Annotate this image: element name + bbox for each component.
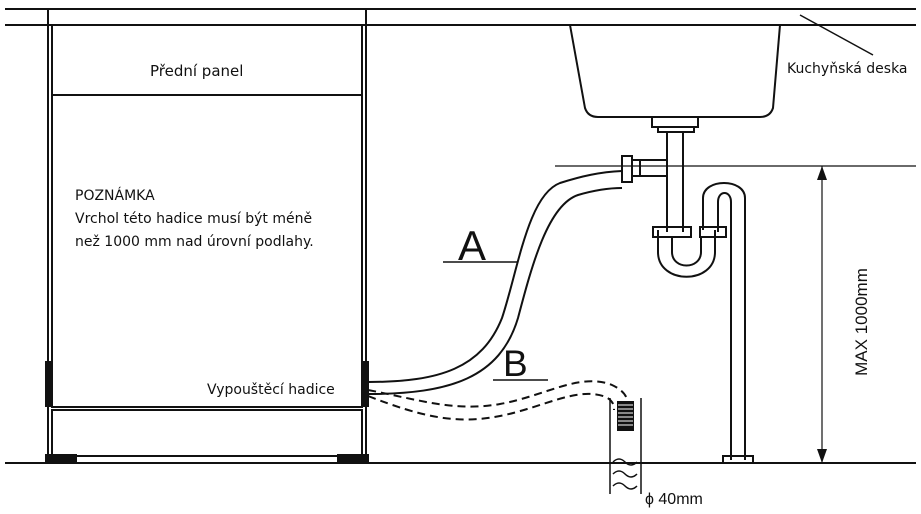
front-panel xyxy=(51,24,363,96)
drain-hose-b xyxy=(367,380,629,421)
trap-branch-inlet xyxy=(621,155,667,183)
standpipe xyxy=(609,398,642,494)
dimension-arrow-top xyxy=(817,166,827,180)
max-height-dimension xyxy=(555,165,916,463)
dishwasher xyxy=(45,9,369,463)
sink xyxy=(569,24,781,133)
front-panel-label: Přední panel xyxy=(150,62,244,80)
note-line-1: Vrchol této hadice musí být méně xyxy=(75,211,313,227)
countertop-leader-line xyxy=(799,14,874,56)
sink-trap xyxy=(652,132,754,464)
drain-hose-a xyxy=(367,170,623,395)
hose-b-label: B xyxy=(503,343,528,384)
hose-a-label: A xyxy=(458,222,487,269)
countertop xyxy=(5,8,916,26)
pipe-diameter-label: ϕ 40mm xyxy=(645,491,703,508)
note-line-2: než 1000 mm nad úrovní podlahy. xyxy=(75,234,314,250)
max-height-label: MAX 1000mm xyxy=(852,268,871,376)
countertop-label: Kuchyňská deska xyxy=(787,61,908,77)
toe-kick xyxy=(51,409,363,457)
drain-hose-label: Vypouštěcí hadice xyxy=(207,382,335,398)
dimension-arrow-bottom xyxy=(817,449,827,463)
note-title: POZNÁMKA xyxy=(75,188,155,204)
